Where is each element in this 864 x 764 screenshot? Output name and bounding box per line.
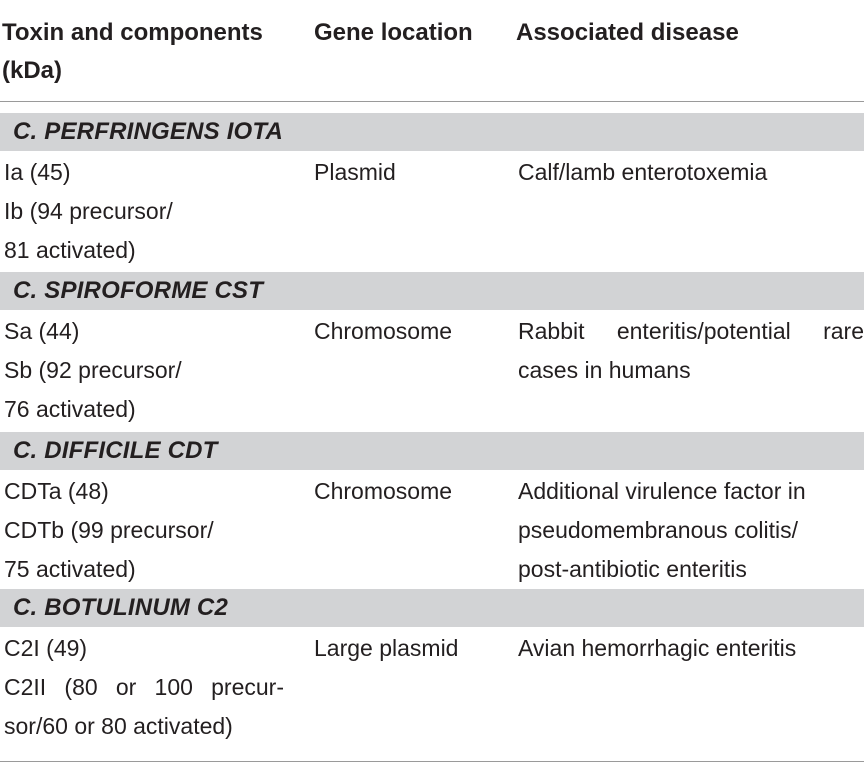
disease-cell: Additional virulence factor in pseudomem… xyxy=(518,472,864,589)
component-line: C2II (80 or 100 precur- xyxy=(4,674,284,700)
disease-line: Avian hemorrhagic enteritis xyxy=(518,635,797,661)
section-perfringens-iota: C. PERFRINGENS IOTA Ia (45) Ib (94 precu… xyxy=(0,113,864,269)
section-botulinum-c2: C. BOTULINUM C2 C2I (49) C2II (80 or 100… xyxy=(0,589,864,749)
component-line: 76 activated) xyxy=(4,396,136,422)
header-toxin-components: Toxin and components (kDa) xyxy=(2,14,302,90)
header-gene-location: Gene location xyxy=(314,19,473,46)
disease-cell: Rabbit enteritis/potential rare cases in… xyxy=(518,312,864,390)
component-line: sor/60 or 80 activated) xyxy=(4,713,233,739)
header-rule xyxy=(0,101,864,102)
component-line: Sa (44) xyxy=(4,318,80,344)
table-header: Toxin and components (kDa) Gene location… xyxy=(0,0,864,100)
component-line: 81 activated) xyxy=(4,237,136,263)
disease-line: cases in humans xyxy=(518,357,691,383)
section-difficile-cdt: C. DIFFICILE CDT CDTa (48) CDTb (99 prec… xyxy=(0,432,864,588)
component-line: Ia (45) xyxy=(4,159,71,185)
component-line: Sb (92 precursor/ xyxy=(4,357,182,383)
disease-line: Rabbit enteritis/potential rare xyxy=(518,318,864,344)
component-line: CDTb (99 precursor/ xyxy=(4,517,214,543)
disease-cell: Calf/lamb enterotoxemia xyxy=(518,153,864,192)
gene-location-cell: Plasmid xyxy=(314,159,396,185)
header-associated-disease: Associated disease xyxy=(516,19,739,46)
components-cell: C2I (49) C2II (80 or 100 precur- sor/60 … xyxy=(4,629,300,746)
disease-line: Additional virulence factor in xyxy=(518,478,806,504)
header-toxin-components-line1: Toxin and components xyxy=(2,19,263,46)
section-title-bar: C. SPIROFORME CST xyxy=(0,272,864,310)
section-title: C. BOTULINUM C2 xyxy=(13,594,228,621)
gene-location-cell: Chromosome xyxy=(314,478,453,504)
components-cell: Sa (44) Sb (92 precursor/ 76 activated) xyxy=(4,312,300,429)
section-title: C. DIFFICILE CDT xyxy=(13,437,218,464)
component-line: Ib (94 precursor/ xyxy=(4,198,173,224)
components-cell: CDTa (48) CDTb (99 precursor/ 75 activat… xyxy=(4,472,300,589)
header-toxin-components-line2: (kDa) xyxy=(2,57,63,84)
components-cell: Ia (45) Ib (94 precursor/ 81 activated) xyxy=(4,153,300,270)
section-title-bar: C. PERFRINGENS IOTA xyxy=(0,113,864,151)
gene-location-cell: Chromosome xyxy=(314,318,453,344)
bottom-rule xyxy=(0,761,864,762)
disease-line: post-antibiotic enteritis xyxy=(518,556,747,582)
gene-location-cell: Large plasmid xyxy=(314,635,459,661)
component-line: C2I (49) xyxy=(4,635,88,661)
component-line: CDTa (48) xyxy=(4,478,109,504)
section-title: C. SPIROFORME CST xyxy=(13,277,264,304)
section-title-bar: C. BOTULINUM C2 xyxy=(0,589,864,627)
section-title: C. PERFRINGENS IOTA xyxy=(13,118,284,145)
component-line: 75 activated) xyxy=(4,556,136,582)
disease-line: Calf/lamb enterotoxemia xyxy=(518,159,768,185)
section-spiroforme-cst: C. SPIROFORME CST Sa (44) Sb (92 precurs… xyxy=(0,272,864,428)
section-title-bar: C. DIFFICILE CDT xyxy=(0,432,864,470)
disease-cell: Avian hemorrhagic enteritis xyxy=(518,629,864,668)
disease-line: pseudomembranous colitis/ xyxy=(518,517,798,543)
